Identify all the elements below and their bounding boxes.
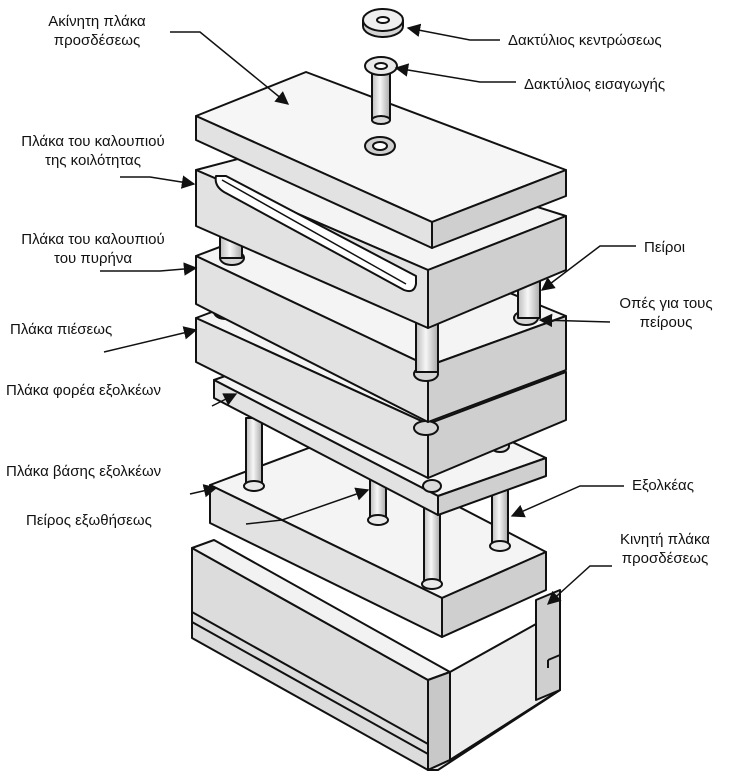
- leader-ejector-base-plate: [189, 484, 218, 498]
- label-guide-pins: Πείροι: [644, 239, 686, 256]
- leader-sprue-bushing: [394, 63, 516, 83]
- label-ejector-retainer-plate: Πλάκα φορέα εξολκέων: [6, 382, 162, 399]
- leader-core-plate: [100, 262, 198, 276]
- leader-return-pin: [245, 487, 370, 525]
- moving-clamping-plate: [191, 539, 561, 771]
- leader-locating-ring: [406, 23, 500, 41]
- label-guide-holes: Οπές για τους πείρους: [619, 295, 713, 331]
- label-ejector: Εξολκέας: [632, 477, 694, 494]
- label-sprue-bushing: Δακτύλιος εισαγωγής: [524, 76, 666, 93]
- leader-guide-holes: [538, 313, 611, 328]
- sprue-bushing: [364, 56, 398, 125]
- label-support-plate: Πλάκα πιέσεως: [10, 321, 113, 338]
- label-return-pin: Πείρος εξωθήσεως: [26, 512, 152, 529]
- leader-guide-pins: [540, 245, 636, 291]
- label-cavity-plate: Πλάκα του καλουπιού της κοιλότητας: [21, 133, 165, 169]
- leader-support-plate: [103, 326, 198, 353]
- leader-moving-clamping-plate: [546, 565, 612, 605]
- label-ejector-base-plate: Πλάκα βάσης εξολκέων: [6, 463, 162, 480]
- leader-cavity-plate: [120, 175, 196, 189]
- locating-ring: [362, 8, 404, 38]
- label-moving-clamping-plate: Κινητή πλάκα προσδέσεως: [620, 531, 710, 567]
- label-core-plate: Πλάκα του καλουπιού του πυρήνα: [21, 231, 165, 267]
- leader-fixed-clamping-plate: [170, 31, 290, 105]
- label-locating-ring: Δακτύλιος κεντρώσεως: [508, 32, 662, 49]
- fixed-clamping-plate: [195, 71, 567, 249]
- leader-ejector-retainer-plate: [211, 393, 238, 407]
- leader-ejector: [510, 485, 624, 518]
- label-fixed-clamping-plate: Ακίνητη πλάκα προσδέσεως: [48, 13, 146, 49]
- leader-lines: [100, 23, 636, 605]
